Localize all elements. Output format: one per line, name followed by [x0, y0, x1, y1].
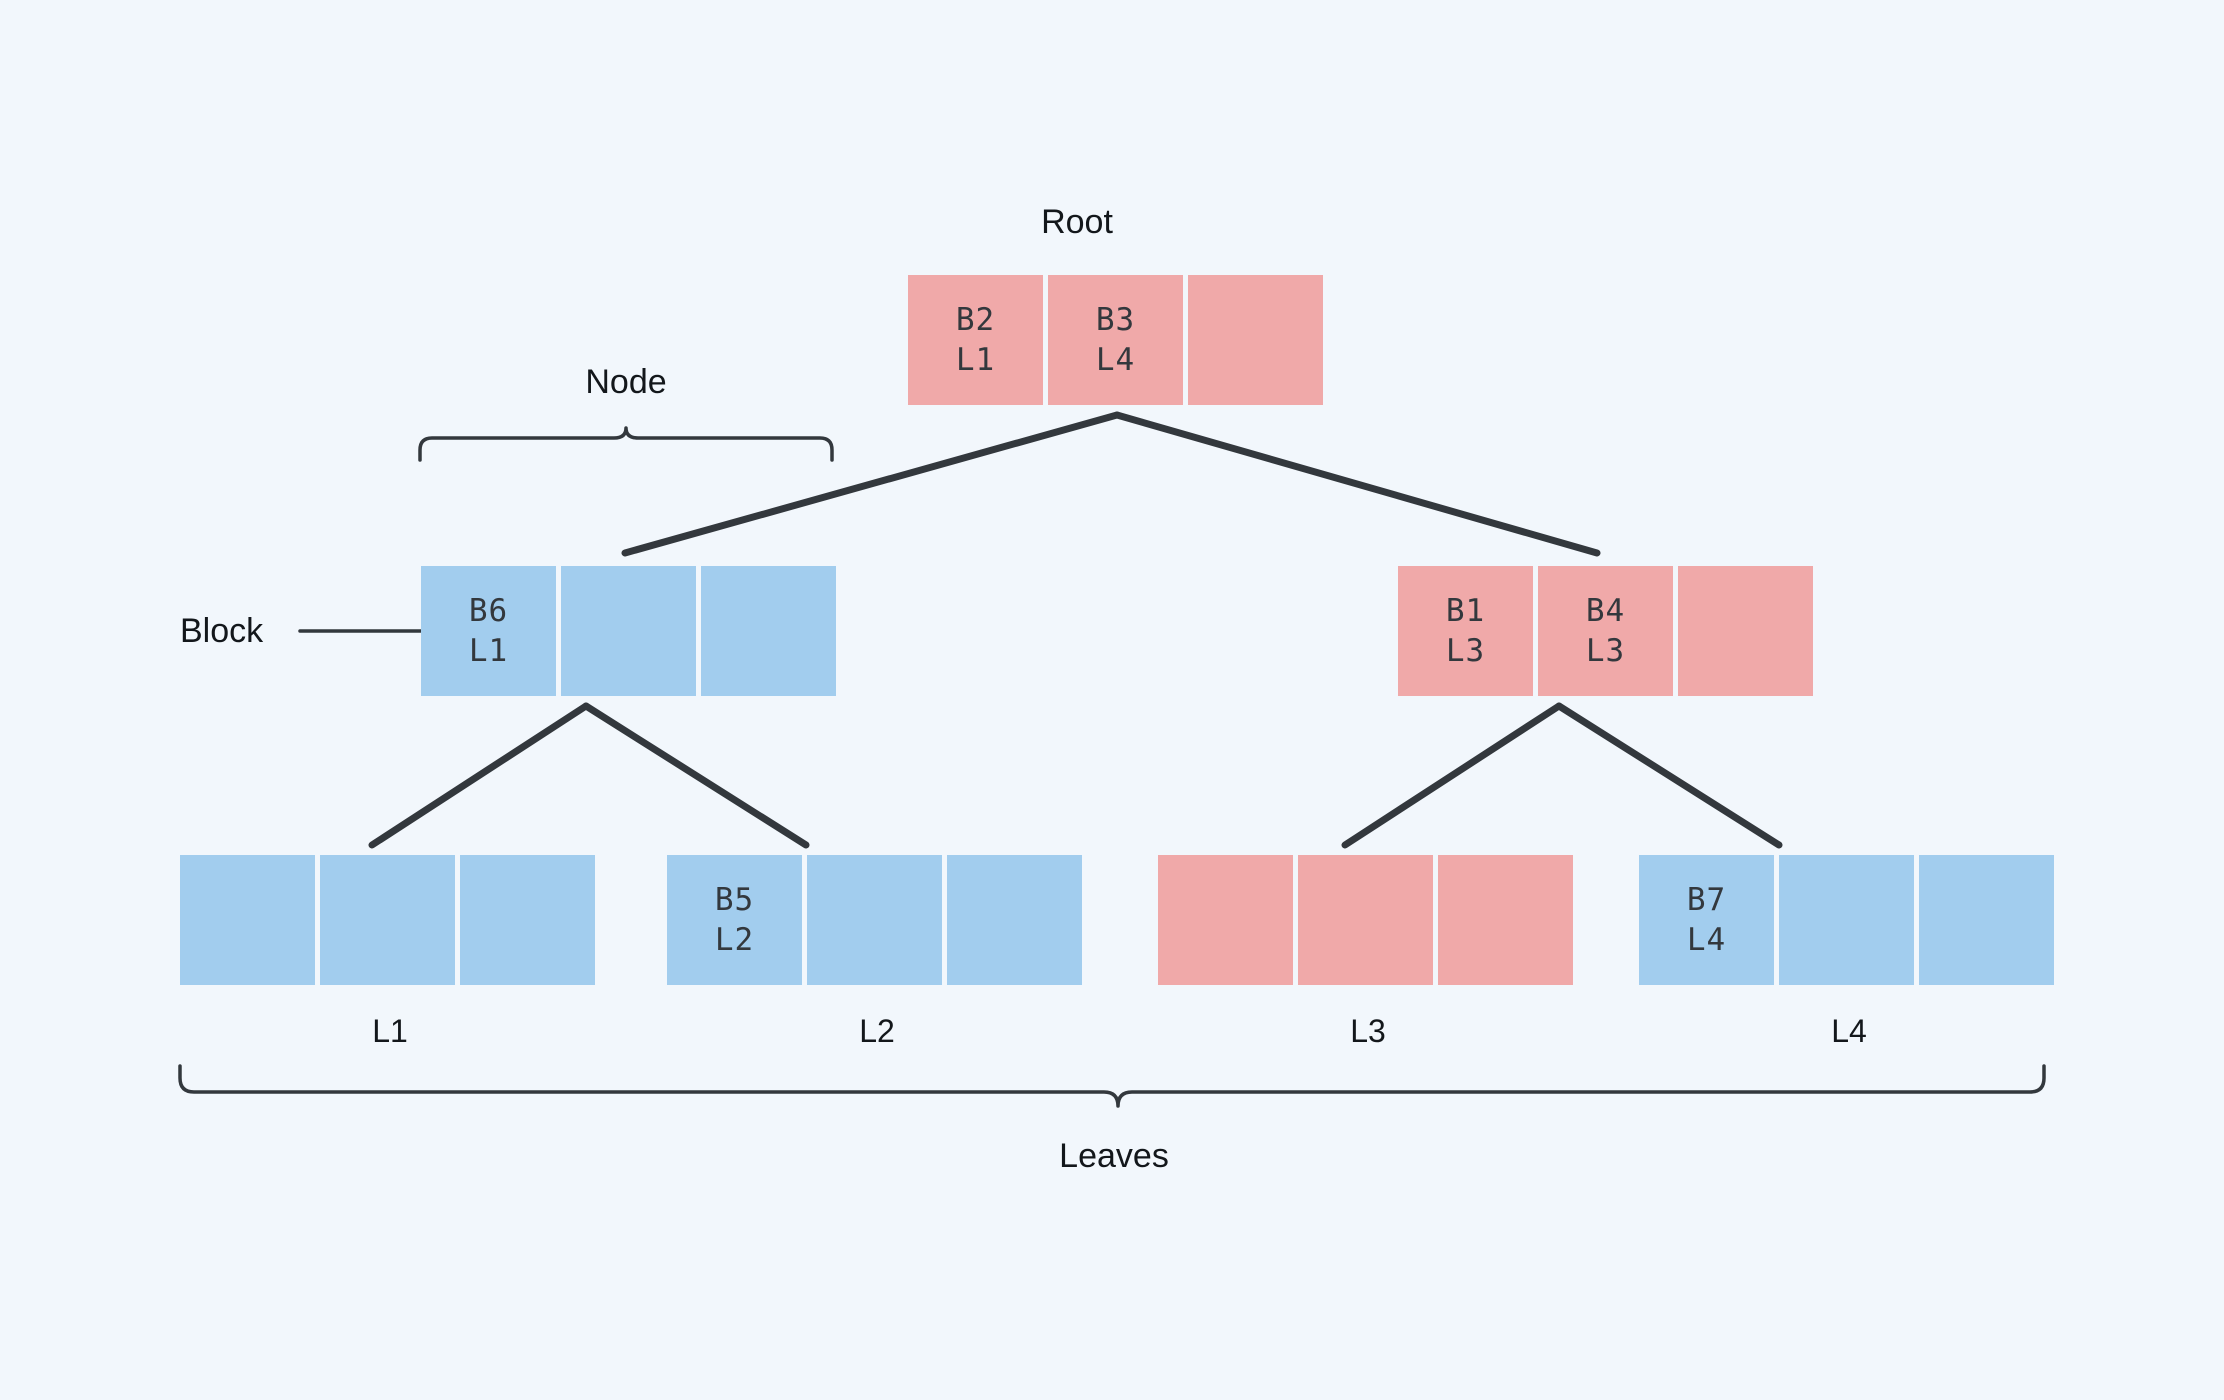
root-cell-0-bottom: L1 [955, 342, 996, 378]
root-cell-1[interactable]: B3 L4 [1048, 275, 1183, 405]
root-cell-2[interactable] [1188, 275, 1323, 405]
edge-right-node-to-l4 [1555, 702, 1783, 849]
left-node-cell-0-top: B6 [468, 592, 509, 629]
node-label: Node [585, 363, 667, 401]
edge-left-node-to-l2 [582, 702, 810, 849]
l3-cell-2[interactable] [1438, 855, 1573, 985]
root-cell-1-top: B3 [1095, 301, 1136, 338]
l1-cell-2[interactable] [460, 855, 595, 985]
edge-left-node-to-l1 [368, 702, 590, 849]
leaves-brace [178, 1064, 2046, 1108]
l2-cell-0-top: B5 [714, 881, 755, 918]
left-node-cell-0-bottom: L1 [468, 633, 509, 669]
internal-node-left[interactable]: B6 L1 [421, 566, 836, 696]
root-title: Root [1041, 203, 1113, 241]
l1-cell-0[interactable] [180, 855, 315, 985]
right-node-cell-2[interactable] [1678, 566, 1813, 696]
l4-cell-1[interactable] [1779, 855, 1914, 985]
right-node-cell-0-bottom: L3 [1445, 633, 1486, 669]
leaf-group-label-l2: L2 [859, 1013, 895, 1049]
l2-cell-0-bottom: L2 [714, 922, 755, 958]
leaf-group-l2[interactable]: B5 L2 [667, 855, 1082, 985]
l2-cell-0[interactable]: B5 L2 [667, 855, 802, 985]
root-cell-0-top: B2 [955, 301, 996, 338]
l1-cell-1[interactable] [320, 855, 455, 985]
leaf-group-label-l1: L1 [372, 1013, 408, 1049]
l2-cell-1[interactable] [807, 855, 942, 985]
block-label: Block [180, 612, 264, 650]
right-node-cell-0[interactable]: B1 L3 [1398, 566, 1533, 696]
leaf-group-label-l4: L4 [1831, 1013, 1867, 1049]
l4-cell-0-top: B7 [1686, 881, 1727, 918]
edge-right-node-to-l3 [1341, 702, 1563, 849]
l2-cell-2[interactable] [947, 855, 1082, 985]
internal-node-right[interactable]: B1 L3 B4 L3 [1398, 566, 1813, 696]
leaf-group-l1[interactable] [180, 855, 595, 985]
left-node-cell-1[interactable] [561, 566, 696, 696]
l4-cell-0-bottom: L4 [1686, 922, 1727, 958]
l3-cell-1[interactable] [1298, 855, 1433, 985]
l4-cell-0[interactable]: B7 L4 [1639, 855, 1774, 985]
root-node[interactable]: B2 L1 B3 L4 [908, 275, 1323, 405]
root-cell-1-bottom: L4 [1095, 342, 1136, 378]
edge-root-to-right-node [1113, 411, 1601, 557]
node-brace [418, 426, 834, 462]
right-node-cell-1-bottom: L3 [1585, 633, 1626, 669]
left-node-cell-2[interactable] [701, 566, 836, 696]
leaf-group-label-l3: L3 [1350, 1013, 1386, 1049]
leaves-label: Leaves [1059, 1137, 1169, 1175]
leaf-group-l3[interactable] [1158, 855, 1573, 985]
edge-root-to-left-node [621, 411, 1121, 557]
right-node-cell-1-top: B4 [1585, 592, 1626, 629]
right-node-cell-1[interactable]: B4 L3 [1538, 566, 1673, 696]
leaf-group-l4[interactable]: B7 L4 [1639, 855, 2054, 985]
root-cell-0[interactable]: B2 L1 [908, 275, 1043, 405]
l3-cell-0[interactable] [1158, 855, 1293, 985]
left-node-cell-0[interactable]: B6 L1 [421, 566, 556, 696]
l4-cell-2[interactable] [1919, 855, 2054, 985]
right-node-cell-0-top: B1 [1445, 592, 1486, 629]
